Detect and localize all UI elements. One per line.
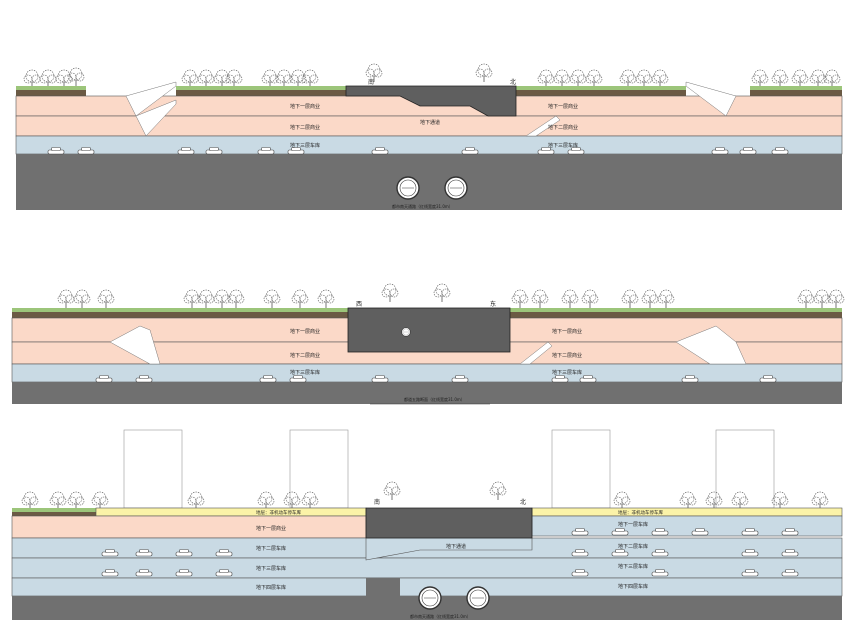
layer-label: 地层：非机动车停车库: [256, 509, 301, 516]
section-3-trees: [21, 481, 829, 511]
grass-strip: [750, 86, 842, 90]
section-3-passage: [365, 537, 533, 561]
soil-layer: [16, 90, 86, 96]
section-caption: 都市南天通路（红线宽度31.0m）: [392, 203, 453, 209]
section-caption: 都市南天通路（红线宽度31.0m）: [410, 613, 471, 619]
ramp: [519, 341, 553, 365]
ground-base: [366, 578, 400, 620]
layer-label: 地下一层商业: [256, 525, 286, 532]
dir-label-left: 西: [356, 301, 362, 308]
layer-label: 地下二层商业: [552, 352, 582, 359]
dir-label-right: 北: [510, 78, 516, 86]
ramp: [685, 81, 737, 117]
bike-parking-layer: [531, 507, 843, 517]
tunnel-circle: [396, 176, 420, 200]
grass-strip: [16, 86, 86, 90]
layer-label: 地下三层车库: [618, 563, 648, 570]
layer-label: 地下三层车库: [290, 142, 320, 149]
section-3: 南 北 地层：非机动车停车库 地层：非机动车停车库 地下一层商业 地下一层车库 …: [11, 429, 843, 620]
layer-label: 地下四层车库: [256, 584, 286, 591]
grass-strip: [176, 86, 346, 90]
section-3-buildings: [123, 429, 775, 509]
ramp: [675, 325, 747, 365]
ramp: [125, 81, 177, 117]
layer-label: 地下二层商业: [290, 352, 320, 359]
dir-label-left: 南: [368, 78, 374, 86]
dir-label-right: 北: [520, 498, 526, 506]
soil-layer: [12, 312, 348, 318]
layer-label: 地下三层车库: [290, 369, 320, 376]
center-label: 地下通道: [420, 119, 440, 126]
section-1: 南 北 地下一层商业 地下一层商业 地下二层商业 地下二层商业 地下三层车库 地…: [15, 63, 843, 210]
layer-label: 地下二层车库: [256, 545, 286, 552]
b1-commercial-layer: [11, 515, 367, 539]
layer-label: 地层：非机动车停车库: [618, 509, 663, 516]
grass-strip: [12, 508, 96, 512]
ramp: [109, 325, 161, 365]
ramp: [525, 115, 561, 137]
tunnel-circle: [466, 586, 490, 610]
layer-label: 地下一层车库: [618, 521, 648, 528]
tunnel-circle: [444, 176, 468, 200]
layer-label: 地下四层车库: [618, 583, 648, 590]
dir-label-left: 南: [374, 498, 380, 506]
layer-label: 地下一层商业: [548, 103, 578, 110]
soil-layer: [750, 90, 842, 96]
section-3-center-structure: [365, 507, 533, 539]
ground-base: [16, 154, 842, 210]
layer-label: 地下三层车库: [552, 369, 582, 376]
layer-label: 地下一层商业: [552, 328, 582, 335]
section-2: 西 东 地下一层商业 地下一层商业 地下二层商业 地下二层商业 地下三层车库 地…: [11, 283, 845, 405]
bike-parking-layer: [95, 507, 367, 517]
layer-label: 地下一层商业: [290, 103, 320, 110]
layer-label: 地下三层车库: [548, 142, 578, 149]
soil-layer: [516, 90, 686, 96]
grass-strip: [510, 308, 842, 312]
layer-label: 地下二层商业: [290, 124, 320, 131]
layer-label: 地下一层商业: [290, 328, 320, 335]
section-2-center-structure: [347, 307, 511, 353]
grass-strip: [12, 308, 348, 312]
ground-base: [12, 382, 842, 404]
layer-label: 地下三层车库: [256, 565, 286, 572]
layer-label: 地下二层车库: [618, 543, 648, 550]
section-1-center-structure: [345, 85, 517, 117]
tunnel-circle: [401, 327, 411, 337]
grass-strip: [516, 86, 686, 90]
dir-label-right: 东: [490, 300, 496, 308]
soil-layer: [510, 312, 842, 318]
section-2-trees: [57, 283, 845, 309]
tunnel-circle: [418, 586, 442, 610]
soil-layer: [12, 512, 96, 518]
soil-layer: [176, 90, 346, 96]
ramp: [135, 99, 177, 137]
section-1-trees: [23, 63, 841, 89]
section-caption: 都道五路断面（红线宽度31.0m）: [404, 396, 465, 402]
layer-label: 地下二层商业: [548, 124, 578, 131]
center-label: 地下通道: [446, 543, 466, 550]
